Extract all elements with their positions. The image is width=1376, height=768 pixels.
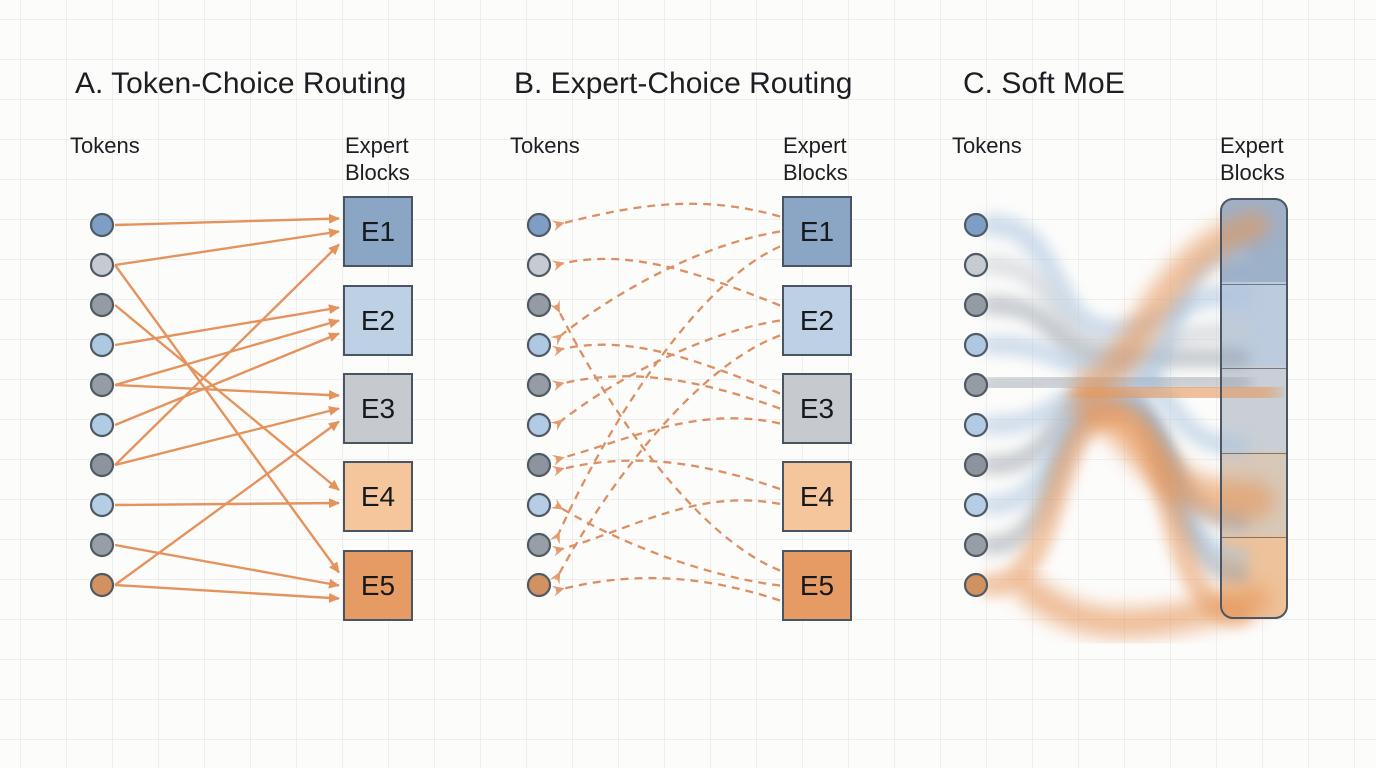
- route-arrow: [114, 406, 340, 467]
- route-arrow: [114, 213, 340, 227]
- softmoe-orange-stream: [1015, 575, 1270, 639]
- token-circle: [89, 532, 115, 558]
- panel-b-tokens: [526, 212, 552, 598]
- route-curve: [549, 299, 781, 572]
- panel-c-tokens: [963, 212, 989, 598]
- token-circle: [963, 212, 989, 238]
- route-curve: [551, 459, 781, 491]
- token-circle: [963, 372, 989, 398]
- expert-block-a-e5: E5: [343, 550, 413, 621]
- panel-c-tokens-label: Tokens: [952, 133, 1022, 158]
- route-curve: [550, 319, 781, 432]
- token-circle: [526, 412, 552, 438]
- token-circle: [526, 372, 552, 398]
- softmoe-stream: [981, 255, 1250, 357]
- panel-a-title: A. Token-Choice Routing: [75, 67, 407, 100]
- token-circle: [526, 332, 552, 358]
- expert-block-a-e1: E1: [343, 196, 413, 267]
- route-arrow: [114, 383, 340, 401]
- expert-choice-arrows: [549, 202, 781, 602]
- route-arrow: [114, 304, 340, 491]
- expert-block-b-e2: E2: [782, 285, 852, 356]
- panel-c-experts-label: Expert Blocks: [1220, 133, 1285, 185]
- route-curve: [551, 375, 781, 410]
- route-arrow: [114, 318, 340, 387]
- panel-c-title: C. Soft MoE: [963, 67, 1125, 100]
- route-curve: [551, 202, 781, 232]
- route-curve: [551, 499, 781, 557]
- route-arrow: [114, 332, 340, 427]
- route-curve: [551, 257, 781, 307]
- token-circle: [89, 372, 115, 398]
- token-circle: [89, 572, 115, 598]
- panel-a-tokens-label: Tokens: [70, 133, 140, 158]
- expert-block-b-e5: E5: [782, 550, 852, 621]
- route-arrow: [114, 243, 340, 466]
- route-curve: [551, 417, 781, 466]
- expert-block-b-e3: E3: [782, 373, 852, 444]
- token-circle: [963, 452, 989, 478]
- softmoe-orange-stream: [1073, 368, 1280, 417]
- token-circle: [526, 252, 552, 278]
- token-circle: [526, 492, 552, 518]
- panel-b-tokens-label: Tokens: [510, 133, 580, 158]
- token-circle: [526, 532, 552, 558]
- token-circle: [89, 412, 115, 438]
- route-arrow: [114, 304, 340, 347]
- route-curve: [551, 576, 781, 602]
- token-circle: [526, 452, 552, 478]
- route-curve: [551, 343, 781, 395]
- token-circle: [89, 252, 115, 278]
- expert-block-a-e4: E4: [343, 461, 413, 532]
- route-curve: [550, 498, 781, 587]
- expert-block-a-e3: E3: [343, 373, 413, 444]
- soft-moe-streams: [979, 210, 1280, 639]
- token-circle: [89, 292, 115, 318]
- route-arrow: [114, 543, 340, 589]
- route-curve: [550, 230, 781, 346]
- expert-block-b-e1: E1: [782, 196, 852, 267]
- route-arrow: [114, 228, 340, 267]
- token-circle: [526, 572, 552, 598]
- route-curve: [549, 245, 781, 545]
- token-circle: [89, 212, 115, 238]
- token-circle: [963, 412, 989, 438]
- token-circle: [526, 212, 552, 238]
- panel-b-title: B. Expert-Choice Routing: [514, 67, 853, 100]
- expert-block-b-e4: E4: [782, 461, 852, 532]
- token-circle: [89, 332, 115, 358]
- token-circle: [526, 292, 552, 318]
- route-curve: [549, 334, 781, 585]
- panel-a-tokens: [89, 212, 115, 598]
- route-arrow: [114, 420, 340, 586]
- token-circle: [963, 332, 989, 358]
- panel-a-experts-label: Expert Blocks: [345, 133, 410, 185]
- expert-block-a-e2: E2: [343, 285, 413, 356]
- route-arrow: [114, 583, 340, 603]
- panel-b-experts-label: Expert Blocks: [783, 133, 848, 185]
- token-circle: [963, 492, 989, 518]
- token-circle: [963, 292, 989, 318]
- token-circle: [963, 252, 989, 278]
- token-circle: [89, 452, 115, 478]
- token-circle: [89, 492, 115, 518]
- token-choice-arrows: [114, 213, 340, 603]
- route-arrow: [114, 264, 340, 574]
- token-circle: [963, 532, 989, 558]
- token-circle: [963, 572, 989, 598]
